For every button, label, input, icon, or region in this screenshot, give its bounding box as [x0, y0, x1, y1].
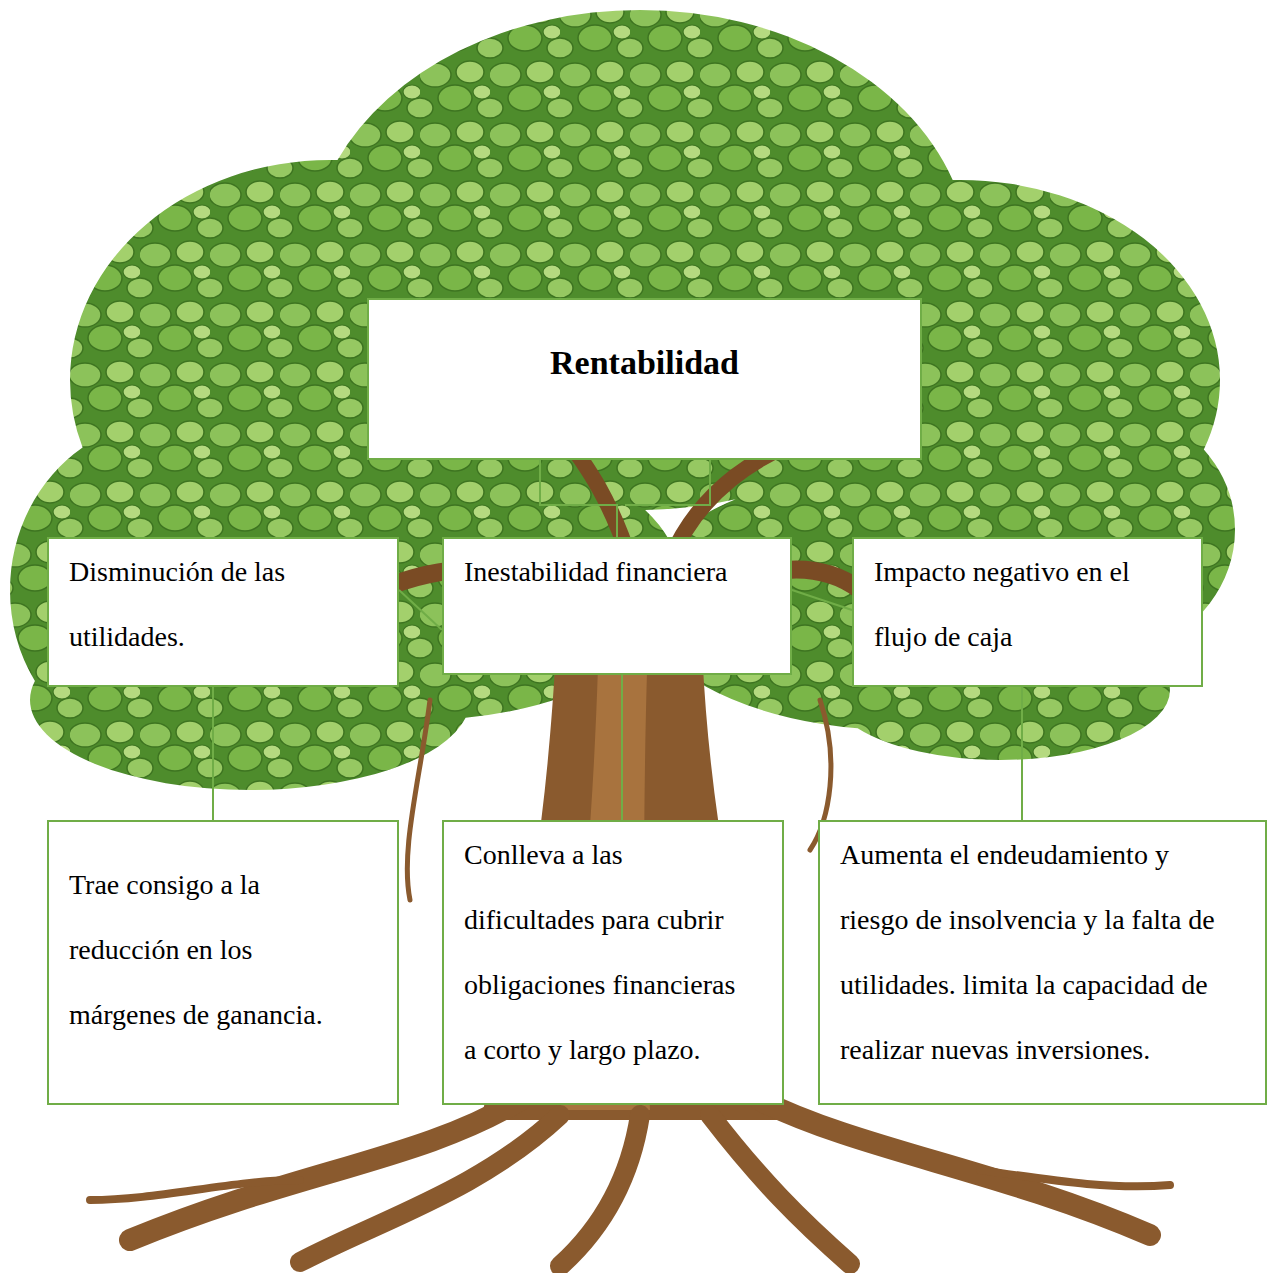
connector-line: [792, 590, 852, 610]
connector-line: [212, 687, 214, 820]
effect-box: Inestabilidad financiera: [442, 537, 792, 675]
aerial-root: [407, 700, 430, 900]
title-box: Rentabilidad: [367, 298, 922, 460]
box-text: Trae consigo a la reducción en los márge…: [69, 852, 347, 1047]
connector-line: [1021, 687, 1023, 820]
connector-line: [399, 590, 442, 630]
root: [90, 1180, 300, 1200]
box-text: Aumenta el endeudamiento y riesgo de ins…: [840, 822, 1236, 1082]
connector-line: [621, 675, 623, 820]
root: [560, 1115, 640, 1266]
effect-box: Impacto negativo en el flujo de caja: [852, 537, 1203, 687]
connector-line: [540, 460, 617, 537]
root: [980, 1170, 1170, 1186]
consequence-box: Conlleva a las dificultades para cubrir …: [442, 820, 784, 1105]
root: [760, 1100, 1150, 1235]
consequence-box: Trae consigo a la reducción en los márge…: [47, 820, 399, 1105]
root: [300, 1115, 560, 1262]
box-text: Impacto negativo en el flujo de caja: [874, 539, 1181, 669]
root: [130, 1100, 520, 1240]
consequence-box: Aumenta el endeudamiento y riesgo de ins…: [818, 820, 1267, 1105]
effect-box: Disminución de las utilidades.: [47, 537, 399, 687]
box-text: Conlleva a las dificultades para cubrir …: [464, 822, 752, 1082]
box-text: Disminución de las utilidades.: [69, 539, 377, 669]
box-text: Rentabilidad: [389, 342, 900, 383]
bracket: [625, 460, 710, 505]
box-text: Inestabilidad financiera: [464, 539, 770, 604]
